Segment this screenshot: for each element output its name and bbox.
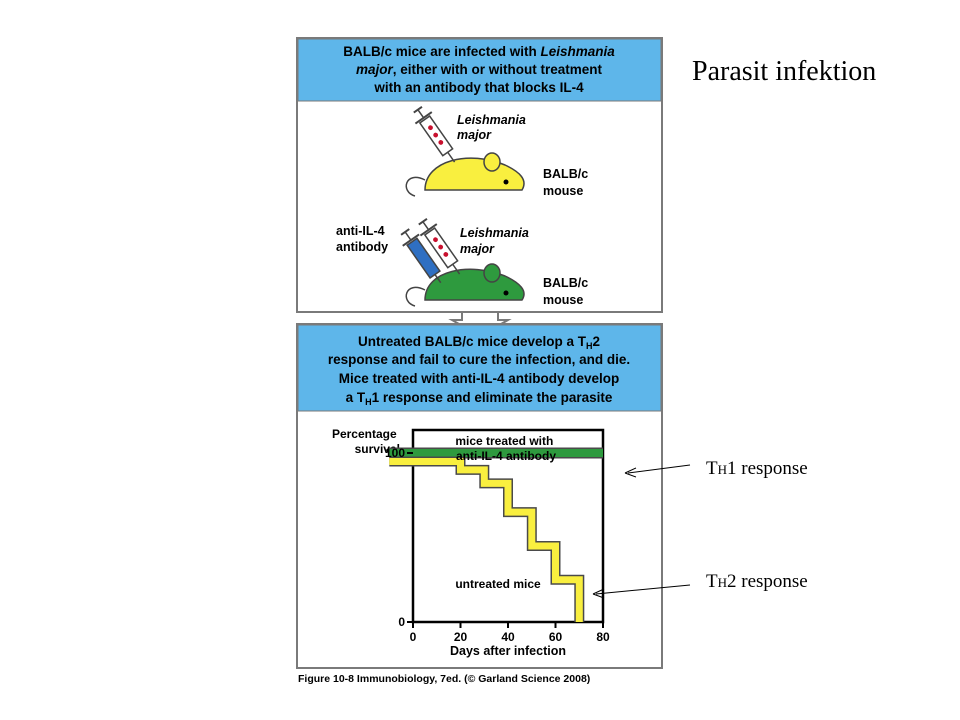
chart-ylabel: Percentage survival [332, 427, 400, 456]
series-line-untreated [389, 458, 583, 622]
figure-frame-bottom [296, 323, 663, 669]
x-tick-label: 80 [596, 630, 610, 644]
treated-mouse [405, 263, 525, 307]
x-tick-label: 40 [501, 630, 515, 644]
mouse-ear-icon [483, 152, 501, 172]
syringe-label-bottom: Leishmania major [460, 226, 532, 256]
th2-annotation: TH2 response [592, 571, 808, 599]
figure: BALB/c mice are infected with Leishmania… [296, 37, 663, 685]
th1-annotation: TH1 response [624, 458, 808, 479]
th2-label: TH2 response [706, 571, 808, 592]
legend-untreated: untreated mice [455, 577, 541, 591]
mid-banner-line3: Mice treated with anti-IL-4 antibody dev… [339, 371, 620, 386]
mid-banner-line4: a TH1 response and eliminate the parasit… [346, 390, 613, 407]
mid-banner [297, 324, 662, 412]
th1-label: TH1 response [706, 458, 808, 479]
arrowhead-icon [592, 588, 605, 599]
mid-banner-line1: Untreated BALB/c mice develop a TH2 [358, 334, 600, 351]
syringe-label-top: Leishmania major [457, 113, 529, 142]
y-tick-label: 100 [385, 446, 405, 460]
mid-banner-line2: response and fail to cure the infection,… [328, 352, 630, 367]
x-tick-label: 60 [549, 630, 563, 644]
top-banner-line3: with an antibody that blocks IL-4 [373, 80, 584, 95]
chart-xlabel: Days after infection [450, 644, 566, 658]
legend-treated: mice treated with anti-IL-4 antibody [455, 434, 556, 463]
x-tick-label: 20 [454, 630, 468, 644]
y-tick-label: 0 [398, 615, 405, 629]
top-banner-line1: BALB/c mice are infected with Leishmania [343, 44, 615, 59]
series-layer [389, 447, 603, 622]
x-tick-label: 0 [410, 630, 417, 644]
th2-arrow [595, 584, 691, 595]
mouse-label-bottom: BALB/c mouse [543, 276, 592, 307]
mouse-tail-icon [405, 176, 426, 197]
antibody-syringe-icon [400, 228, 442, 284]
ticks-layer: 0 20 40 60 80 0 100 [385, 446, 610, 644]
mouse-eye-icon [503, 290, 509, 296]
figure-caption: Figure 10-8 Immunobiology, 7ed. (© Garla… [298, 673, 590, 685]
top-banner [297, 38, 662, 102]
mouse-ear-icon [483, 263, 501, 283]
th1-arrow [627, 464, 691, 474]
arrowhead-icon [624, 467, 637, 478]
antibody-label: anti-IL-4 antibody [336, 224, 388, 254]
survival-chart: Percentage survival 0 20 40 60 80 0 100 mice t… [332, 427, 610, 658]
mouse-eye-icon [503, 179, 509, 185]
untreated-mouse [405, 152, 525, 197]
mouse-label-top: BALB/c mouse [543, 167, 592, 198]
mouse-tail-icon [405, 286, 426, 307]
slide-title: Parasit infektion [692, 56, 876, 87]
parasite-syringe-icon [418, 217, 461, 275]
parasite-syringe-icon [413, 105, 456, 163]
top-banner-line2: major, either with or without treatment [356, 62, 603, 77]
